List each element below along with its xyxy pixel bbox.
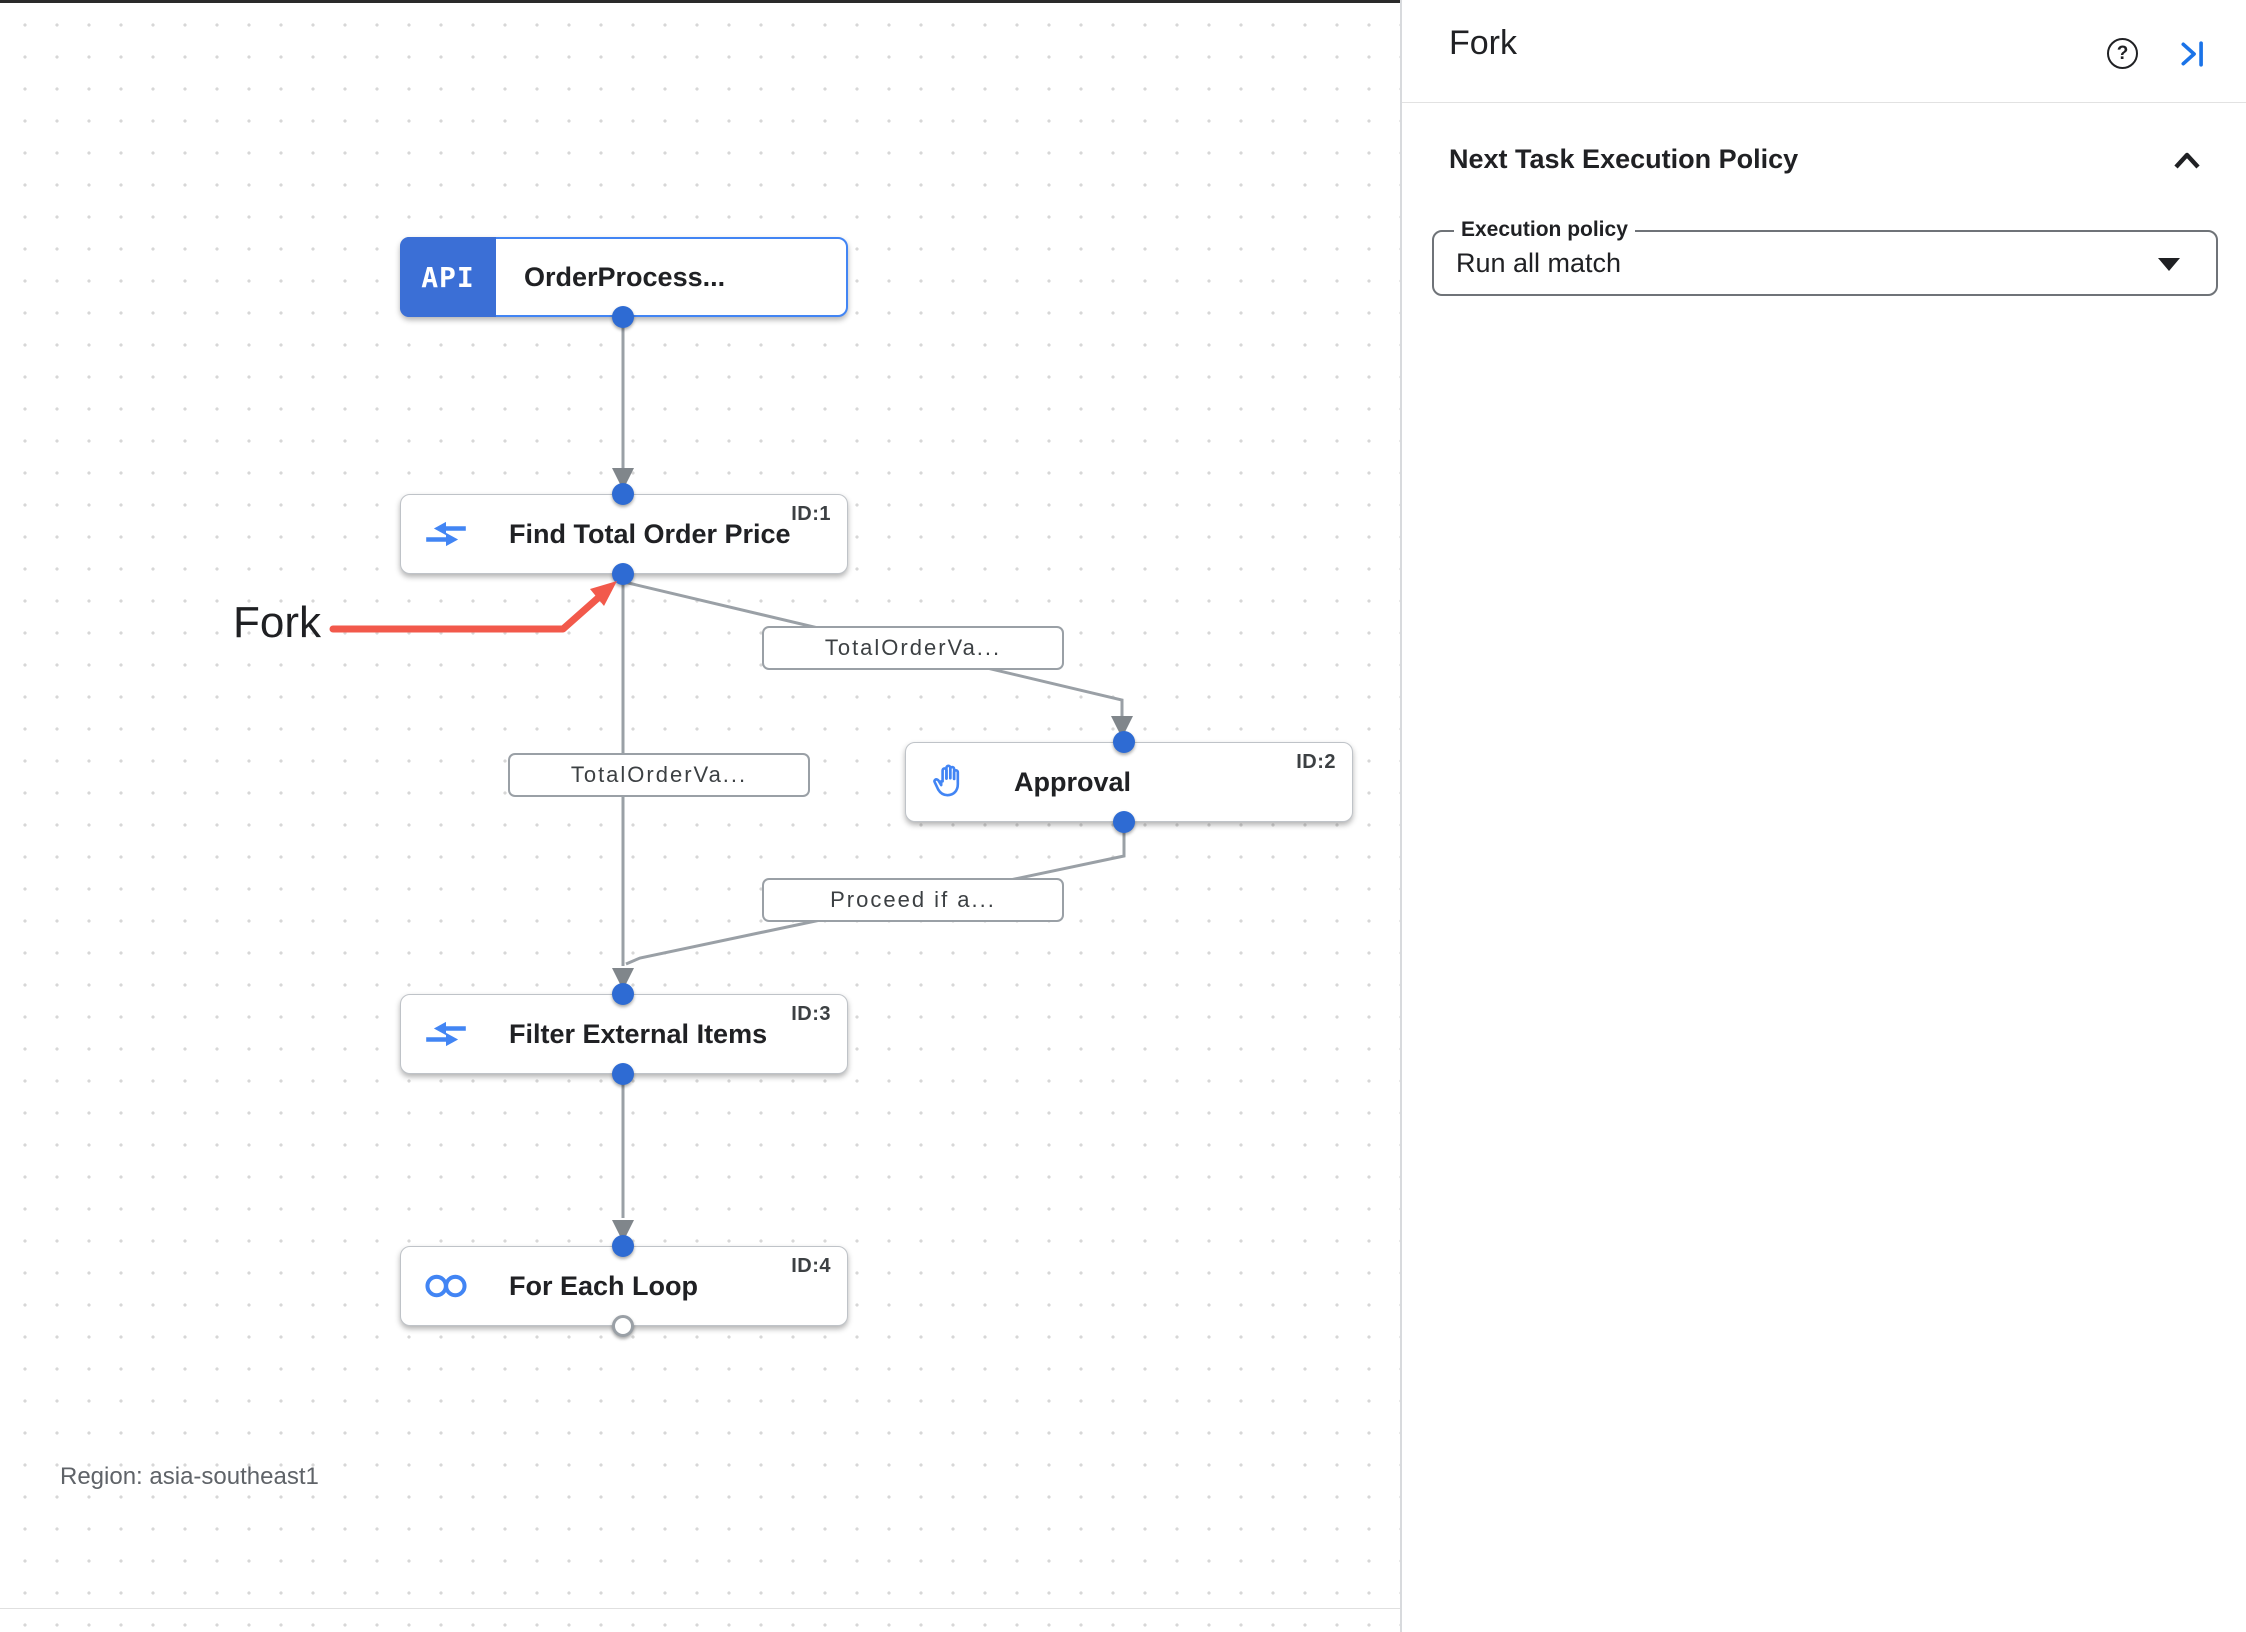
- collapse-panel-button[interactable]: [2178, 40, 2208, 68]
- node-title: Filter External Items: [509, 1018, 768, 1049]
- node-title: OrderProcess...: [524, 261, 726, 292]
- connector-in-find[interactable]: [612, 483, 634, 505]
- connector-in-filter[interactable]: [612, 983, 634, 1005]
- help-icon: ?: [2116, 42, 2129, 64]
- node-id-badge: ID:4: [791, 1255, 831, 1277]
- arrowhead-to-approval: [1111, 716, 1133, 738]
- chevron-up-icon: [2174, 152, 2200, 169]
- arrowhead-to-foreach: [612, 1220, 634, 1242]
- execution-policy-value: Run all match: [1456, 247, 1622, 278]
- node-approval[interactable]: Approval ID:2: [905, 742, 1353, 822]
- connector-out-filter[interactable]: [612, 1063, 634, 1085]
- connector-out-approval[interactable]: [1113, 811, 1135, 833]
- canvas-bottom-border: [0, 1608, 1400, 1609]
- region-label: Region: asia-southeast1: [60, 1463, 319, 1490]
- config-panel: Fork ? Next Task Execution Policy Execut…: [1400, 0, 2246, 1632]
- panel-divider: [1402, 102, 2246, 103]
- node-id-badge: ID:3: [791, 1003, 831, 1025]
- workflow-canvas[interactable]: TotalOrderVa... TotalOrderVa... Proceed …: [0, 0, 1400, 1632]
- arrowhead-to-filter: [612, 968, 634, 990]
- node-id-badge: ID:1: [791, 503, 831, 525]
- edge-label-text: TotalOrderVa...: [824, 635, 1002, 660]
- execution-policy-select[interactable]: Execution policy Run all match: [1432, 218, 2218, 296]
- node-filter-external-items[interactable]: Filter External Items ID:3: [400, 994, 848, 1074]
- hand-icon: [928, 759, 974, 805]
- canvas-top-border: [0, 0, 1400, 3]
- edge-label-totalordervalue-right[interactable]: TotalOrderVa...: [762, 626, 1064, 670]
- edge-label-text: Proceed if a...: [830, 887, 996, 912]
- connector-in-approval[interactable]: [1113, 731, 1135, 753]
- dropdown-arrow-icon: [2158, 258, 2180, 271]
- connector-out-find-fork-point[interactable]: [612, 563, 634, 585]
- loop-icon: [423, 1263, 469, 1309]
- node-for-each-loop[interactable]: For Each Loop ID:4: [400, 1246, 848, 1326]
- edge-label-text: TotalOrderVa...: [570, 762, 748, 787]
- arrowhead-to-find: [612, 468, 634, 490]
- node-title: Approval: [1014, 766, 1132, 797]
- collapse-section-button[interactable]: [2172, 150, 2202, 174]
- section-title-next-task-execution-policy: Next Task Execution Policy: [1449, 144, 1799, 174]
- help-button[interactable]: ?: [2107, 38, 2138, 69]
- data-mapping-icon: [423, 511, 469, 557]
- edge-label-totalordervalue-left[interactable]: TotalOrderVa...: [508, 753, 810, 797]
- execution-policy-label: Execution policy: [1454, 218, 1635, 242]
- connector-in-foreach[interactable]: [612, 1235, 634, 1257]
- node-title: For Each Loop: [509, 1270, 698, 1301]
- panel-title: Fork: [1449, 24, 1517, 62]
- node-title: Find Total Order Price: [509, 518, 791, 549]
- edge-find-to-approval: [623, 580, 1124, 718]
- api-trigger-icon: API: [400, 237, 496, 317]
- connector-out-trigger[interactable]: [612, 306, 634, 328]
- node-id-badge: ID:2: [1296, 751, 1336, 773]
- fork-annotation-label: Fork: [233, 598, 321, 647]
- node-trigger-orderprocess[interactable]: API OrderProcess...: [400, 237, 848, 317]
- edge-label-proceed-if-approved[interactable]: Proceed if a...: [762, 878, 1064, 922]
- connector-out-foreach-open[interactable]: [612, 1315, 634, 1337]
- fork-annotation-arrow: [329, 581, 617, 633]
- collapse-panel-icon: [2181, 41, 2203, 67]
- data-mapping-icon: [423, 1011, 469, 1057]
- node-find-total-order-price[interactable]: Find Total Order Price ID:1: [400, 494, 848, 574]
